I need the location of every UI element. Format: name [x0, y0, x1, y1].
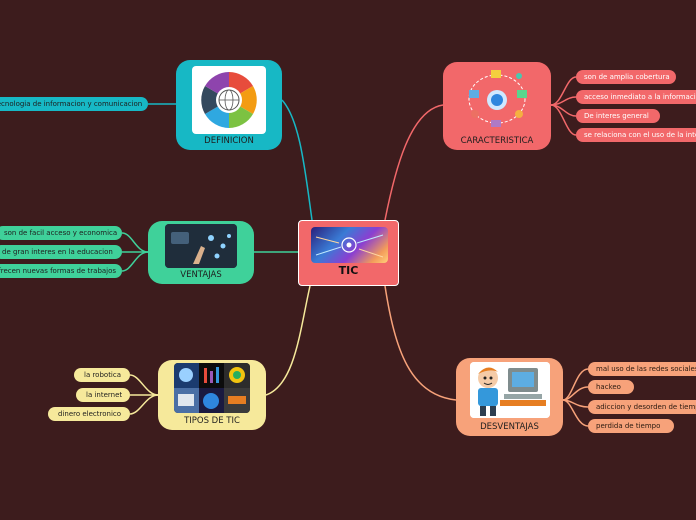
tech-abstract-icon: [315, 234, 384, 258]
globe-wheel-icon: [201, 72, 257, 128]
network-devices-icon: [468, 70, 527, 127]
hand-touch-icon: [165, 224, 237, 268]
ventajas-item-0[interactable]: son de facil acceso y economica: [0, 226, 122, 240]
desventajas-label: DESVENTAJAS: [480, 422, 539, 432]
caracteristica-item-2[interactable]: De interes general: [576, 109, 660, 123]
tipos-item-1[interactable]: la internet: [76, 388, 130, 402]
central-image: [311, 227, 388, 263]
central-label: TIC: [338, 264, 359, 277]
ventajas-item-1[interactable]: de gran interes en la educacion: [0, 245, 122, 259]
tipos-image: [174, 363, 250, 413]
branch-desventajas[interactable]: DESVENTAJAS: [456, 358, 563, 436]
caracteristica-item-1[interactable]: acceso inmediato a la informacion: [576, 90, 696, 104]
desventajas-item-3[interactable]: perdida de tiempo: [588, 419, 674, 433]
caracteristica-image: [461, 66, 533, 132]
desventajas-item-1[interactable]: hackeo: [588, 380, 634, 394]
tipos-item-0[interactable]: la robotica: [74, 368, 130, 382]
definicion-label: DEFINICION: [204, 136, 254, 146]
definicion-item-0[interactable]: tecnologia de informacion y comunicacion: [0, 97, 148, 111]
tipos-item-2[interactable]: dinero electronico: [48, 407, 130, 421]
kid-computer-icon: [470, 362, 550, 418]
branch-caracteristica[interactable]: CARACTERISTICA: [443, 62, 551, 150]
branch-definicion[interactable]: DEFINICION: [176, 60, 282, 150]
desventajas-item-0[interactable]: mal uso de las redes sociales: [588, 362, 696, 376]
caracteristica-item-3[interactable]: se relaciona con el uso de la internet: [576, 128, 696, 142]
caracteristica-item-0[interactable]: son de amplia cobertura: [576, 70, 676, 84]
central-topic[interactable]: TIC: [298, 220, 399, 286]
ventajas-image: [165, 224, 237, 268]
desventajas-image: [470, 362, 550, 418]
branch-ventajas[interactable]: VENTAJAS: [148, 221, 254, 284]
ventajas-item-2[interactable]: ofrecen nuevas formas de trabajos: [0, 264, 122, 278]
ventajas-label: VENTAJAS: [180, 270, 222, 280]
tipos-label: TIPOS DE TIC: [184, 416, 240, 426]
desventajas-item-2[interactable]: adiccion y desorden de tiempo: [588, 400, 696, 414]
tech-collage-icon: [174, 363, 250, 413]
branch-tipos[interactable]: TIPOS DE TIC: [158, 360, 266, 430]
definicion-image: [192, 66, 266, 134]
caracteristica-label: CARACTERISTICA: [460, 136, 534, 146]
